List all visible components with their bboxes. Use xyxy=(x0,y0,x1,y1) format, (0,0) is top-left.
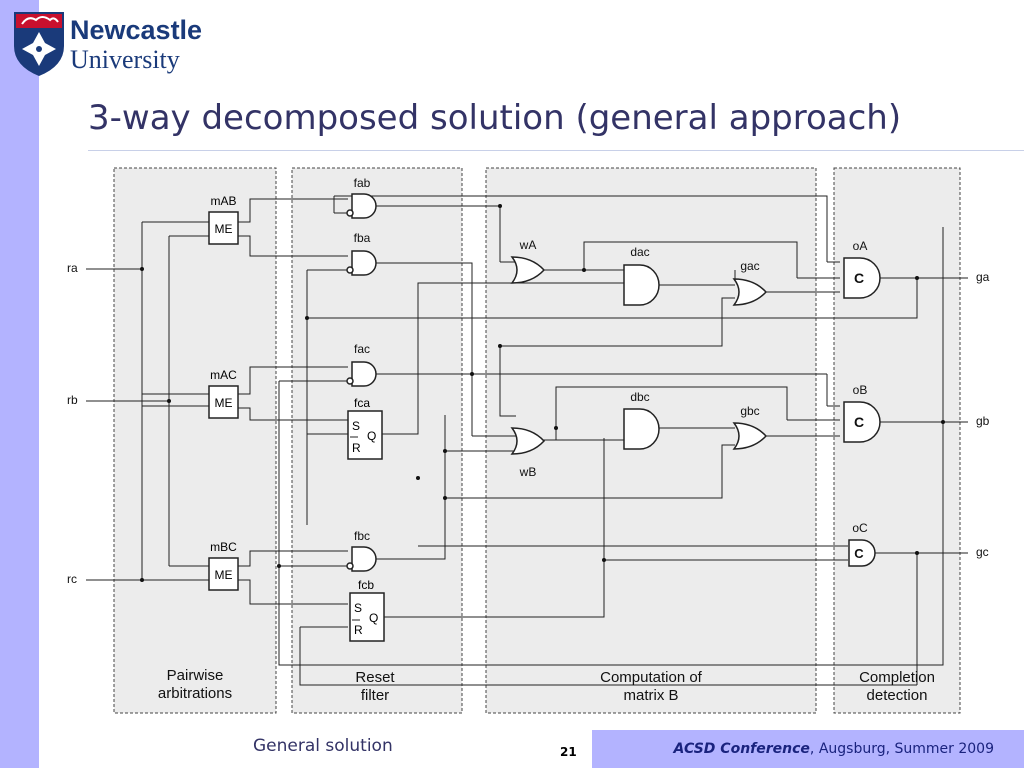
gate-fba: fba xyxy=(346,231,377,276)
logo-line1: Newcastle xyxy=(70,15,202,45)
mutex-mab-label: ME xyxy=(215,222,233,236)
mutex-mac-name: mAC xyxy=(210,368,237,382)
input-rb: rb xyxy=(67,393,78,407)
page-number: 21 xyxy=(560,745,577,759)
region-computation-line1: Computation of xyxy=(600,669,703,686)
and-gates: dac dbc xyxy=(623,245,660,450)
c-element-oa: C oA xyxy=(843,239,881,299)
shield-icon xyxy=(14,12,64,76)
gate-gac: gac xyxy=(732,259,768,306)
title-divider xyxy=(88,150,1024,151)
region-completion-line1: Completion xyxy=(859,669,935,686)
region-pairwise-line1: Pairwise xyxy=(167,667,224,684)
footer-text: ACSD Conference, Augsburg, Summer 2009 xyxy=(674,741,994,757)
region-reset-line1: Reset xyxy=(355,669,395,686)
junctions xyxy=(140,204,945,582)
gate-dac-label: dac xyxy=(630,245,649,259)
gate-dac: dac xyxy=(623,245,660,306)
c-element-oc-label: C xyxy=(854,546,864,561)
c-element-ob: C oB xyxy=(843,383,881,443)
gate-fab: fab xyxy=(346,176,377,219)
output-gc: gc xyxy=(976,545,989,559)
mutex-mbc: ME mBC xyxy=(208,540,239,591)
gate-fba-label: fba xyxy=(354,231,371,245)
conference-name: ACSD Conference xyxy=(673,741,810,757)
gate-wb-label: wB xyxy=(519,465,537,479)
gate-gac-label: gac xyxy=(740,259,759,273)
mutex-mab: ME mAB xyxy=(208,194,239,245)
c-element-oa-label: C xyxy=(854,270,864,286)
c-element-ob-name: oB xyxy=(853,383,868,397)
university-logo: Newcastle University xyxy=(14,12,202,76)
mutex-mac: ME mAC xyxy=(208,368,239,419)
latch-fcb-s: S xyxy=(354,601,362,615)
mutex-mab-name: mAB xyxy=(210,194,236,208)
output-gb: gb xyxy=(976,414,990,428)
gate-gbc: gbc xyxy=(732,404,768,450)
gate-wa: wA xyxy=(510,238,546,284)
gate-fac: fac xyxy=(346,342,377,387)
left-accent-bar xyxy=(0,0,39,768)
filter-gates: fab fba fac fbc xyxy=(346,176,377,572)
gate-fbc: fbc xyxy=(346,529,377,572)
mutex-mac-label: ME xyxy=(215,396,233,410)
latch-fca-r: R xyxy=(352,441,361,455)
circuit-diagram: ME mAB ME mAC ME mBC fab fba fac xyxy=(67,167,990,714)
latch-fca: S R Q fca xyxy=(347,396,383,460)
region-computation-line2: matrix B xyxy=(623,687,678,704)
conference-location: , Augsburg, Summer 2009 xyxy=(809,741,994,757)
gate-fab-label: fab xyxy=(354,176,371,190)
section-label: General solution xyxy=(253,736,393,756)
c-element-oa-name: oA xyxy=(853,239,868,253)
c-element-oc-name: oC xyxy=(852,521,868,535)
latches: S R Q fca S R Q fcb xyxy=(347,396,385,642)
slide-title: 3-way decomposed solution (general appro… xyxy=(88,98,902,138)
latch-fcb-name: fcb xyxy=(358,578,374,592)
gate-dbc: dbc xyxy=(623,390,660,450)
output-ga: ga xyxy=(976,270,990,284)
latch-fcb-q: Q xyxy=(369,611,378,625)
mutex-mbc-name: mBC xyxy=(210,540,237,554)
region-completion-line2: detection xyxy=(867,687,928,704)
or-gates: wA wB gac gbc xyxy=(510,238,768,479)
footer-bar: ACSD Conference, Augsburg, Summer 2009 xyxy=(592,730,1024,768)
wires xyxy=(86,195,968,686)
latch-fcb: S R Q fcb xyxy=(349,578,385,642)
input-rc: rc xyxy=(67,572,77,586)
latch-fcb-r: R xyxy=(354,623,363,637)
input-ra: ra xyxy=(67,261,78,275)
latch-fca-name: fca xyxy=(354,396,370,410)
mutex-blocks: ME mAB ME mAC ME mBC xyxy=(208,194,239,591)
region-captions: Pairwise arbitrations Reset filter Compu… xyxy=(158,667,935,704)
gate-gbc-label: gbc xyxy=(740,404,759,418)
gate-fac-label: fac xyxy=(354,342,370,356)
c-elements: C oA C oB C oC xyxy=(843,239,881,567)
gate-wa-label: wA xyxy=(519,238,537,252)
latch-fca-q: Q xyxy=(367,429,376,443)
gate-dbc-label: dbc xyxy=(630,390,649,404)
c-element-ob-label: C xyxy=(854,414,864,430)
gate-fbc-label: fbc xyxy=(354,529,370,543)
latch-fca-s: S xyxy=(352,419,360,433)
region-pairwise xyxy=(113,167,277,714)
logo-line2: University xyxy=(70,45,180,74)
region-reset-line2: filter xyxy=(361,687,389,704)
gate-wb: wB xyxy=(510,427,546,479)
mutex-mbc-label: ME xyxy=(215,568,233,582)
region-pairwise-line2: arbitrations xyxy=(158,685,232,702)
c-element-oc: C oC xyxy=(848,521,876,567)
io-labels: ra rb rc ga gb gc xyxy=(67,261,990,586)
